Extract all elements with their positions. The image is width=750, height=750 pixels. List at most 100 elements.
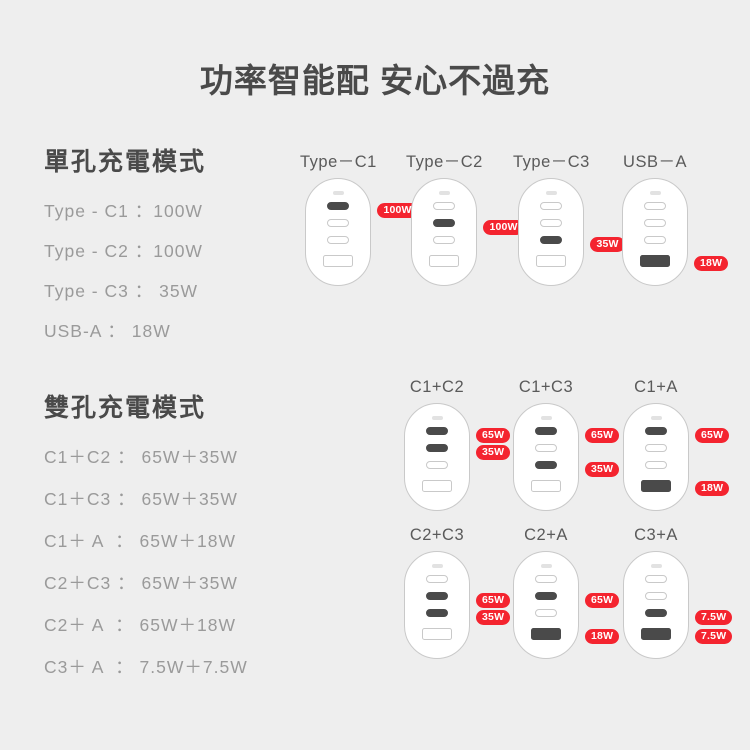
- usb-c-port-c3: [426, 609, 448, 617]
- usb-c-port-c1: [327, 202, 350, 210]
- wattage-badge: 35W: [585, 462, 620, 477]
- charger-diagram-label: C2+A: [524, 526, 568, 544]
- charger-body: [411, 178, 478, 286]
- usb-c-port-c1: [645, 427, 667, 435]
- charger-body: [513, 403, 579, 511]
- wattage-badge: 18W: [585, 629, 620, 644]
- port-group: [323, 202, 354, 267]
- charger-diagram-label: Type－C3: [513, 153, 590, 171]
- charger-diagram-label: C1+C3: [518, 378, 574, 396]
- charger-body-wrap: 35W: [518, 178, 625, 286]
- dual-mode-line: C2＋ A ： 65W＋18W: [44, 615, 237, 635]
- usb-c-port-c3: [645, 461, 667, 469]
- charger-diagram-label: C3+A: [634, 526, 678, 544]
- page-title: 功率智能配 安心不過充: [199, 62, 551, 99]
- dual-mode-spec-block: 雙孔充電模式 C1＋C2 ： 65W＋35W C1＋C3 ： 65W＋35W C…: [44, 388, 248, 696]
- usb-c-port-c3: [433, 236, 456, 244]
- usb-c-port-c3: [535, 461, 557, 469]
- led-indicator-icon: [650, 416, 662, 420]
- usb-c-port-c2: [535, 592, 557, 600]
- usb-c-port-c1: [426, 575, 448, 583]
- dual-mode-line: C1＋C2 ： 65W＋35W: [44, 447, 238, 467]
- wattage-badge: 100W: [377, 203, 418, 218]
- single-mode-line: Type - C2 ：100W: [44, 241, 203, 261]
- usb-a-port: [422, 628, 452, 640]
- usb-c-port-c3: [644, 236, 666, 244]
- usb-c-port-c2: [327, 219, 350, 227]
- usb-c-port-c3: [426, 461, 448, 469]
- usb-c-port-c2: [540, 219, 563, 227]
- wattage-badge: 65W: [476, 593, 511, 608]
- charger-diagram-label: C1+C2: [409, 378, 465, 396]
- usb-c-port-c1: [433, 202, 456, 210]
- wattage-badge: 65W: [695, 428, 730, 443]
- single-mode-line: USB-A ： 18W: [44, 321, 171, 341]
- charger-diagram-usb-a: USB－A 18W: [622, 148, 729, 286]
- usb-c-port-c3: [535, 609, 557, 617]
- wattage-badge: 7.5W: [695, 610, 733, 625]
- led-indicator-icon: [332, 191, 344, 195]
- port-group: [641, 575, 671, 640]
- usb-c-port-c2: [645, 444, 667, 452]
- usb-a-port: [536, 255, 567, 267]
- usb-c-port-c1: [535, 575, 557, 583]
- charger-body: [305, 178, 372, 286]
- dual-mode-heading: 雙孔充電模式: [44, 394, 207, 422]
- port-group: [641, 427, 671, 492]
- usb-c-port-c3: [327, 236, 350, 244]
- wattage-badge: 65W: [585, 593, 620, 608]
- usb-a-port: [429, 255, 460, 267]
- led-indicator-icon: [431, 416, 443, 420]
- usb-a-port: [422, 480, 452, 492]
- charger-body: [623, 403, 689, 511]
- single-mode-heading: 單孔充電模式: [44, 148, 207, 176]
- single-mode-line: Type - C1 ：100W: [44, 201, 203, 221]
- port-group: [531, 575, 561, 640]
- charger-diagram-c1-c3: C1+C3 65W 35W: [513, 378, 620, 511]
- wattage-badge: 65W: [585, 428, 620, 443]
- usb-c-port-c2: [535, 444, 557, 452]
- usb-a-port: [641, 628, 671, 640]
- led-indicator-icon: [649, 191, 661, 195]
- single-mode-line: Type - C3 ： 35W: [44, 281, 199, 301]
- usb-c-port-c2: [433, 219, 456, 227]
- dual-mode-line: C1＋ A ： 65W＋18W: [44, 531, 237, 551]
- usb-c-port-c1: [644, 202, 666, 210]
- charger-diagram-label: Type－C2: [406, 153, 483, 171]
- wattage-badge: 100W: [483, 220, 524, 235]
- led-indicator-icon: [431, 564, 443, 568]
- charger-body-wrap: 100W: [305, 178, 418, 286]
- dual-mode-line: C2＋C3 ： 65W＋35W: [44, 573, 238, 593]
- port-group: [536, 202, 567, 267]
- charger-diagram-label: USB－A: [623, 153, 687, 171]
- dual-mode-line: C3＋ A ： 7.5W＋7.5W: [44, 657, 248, 677]
- usb-c-port-c1: [535, 427, 557, 435]
- usb-c-port-c2: [426, 444, 448, 452]
- charger-body-wrap: 18W: [622, 178, 729, 286]
- usb-c-port-c3: [645, 609, 667, 617]
- charger-body-wrap: 100W: [411, 178, 524, 286]
- usb-a-port: [641, 480, 671, 492]
- usb-c-port-c2: [426, 592, 448, 600]
- usb-c-port-c2: [645, 592, 667, 600]
- port-group: [422, 427, 452, 492]
- led-indicator-icon: [540, 416, 552, 420]
- port-group: [531, 427, 561, 492]
- usb-c-port-c1: [426, 427, 448, 435]
- port-group: [429, 202, 460, 267]
- wattage-badge: 35W: [476, 445, 511, 460]
- port-group: [422, 575, 452, 640]
- usb-c-port-c1: [540, 202, 563, 210]
- wattage-badge: 35W: [590, 237, 625, 252]
- charger-body: [513, 551, 579, 659]
- charger-body: [404, 551, 470, 659]
- usb-a-port: [531, 480, 561, 492]
- charger-diagram-type-c2: Type－C2 100W: [406, 148, 524, 286]
- charger-body: [623, 551, 689, 659]
- led-indicator-icon: [545, 191, 557, 195]
